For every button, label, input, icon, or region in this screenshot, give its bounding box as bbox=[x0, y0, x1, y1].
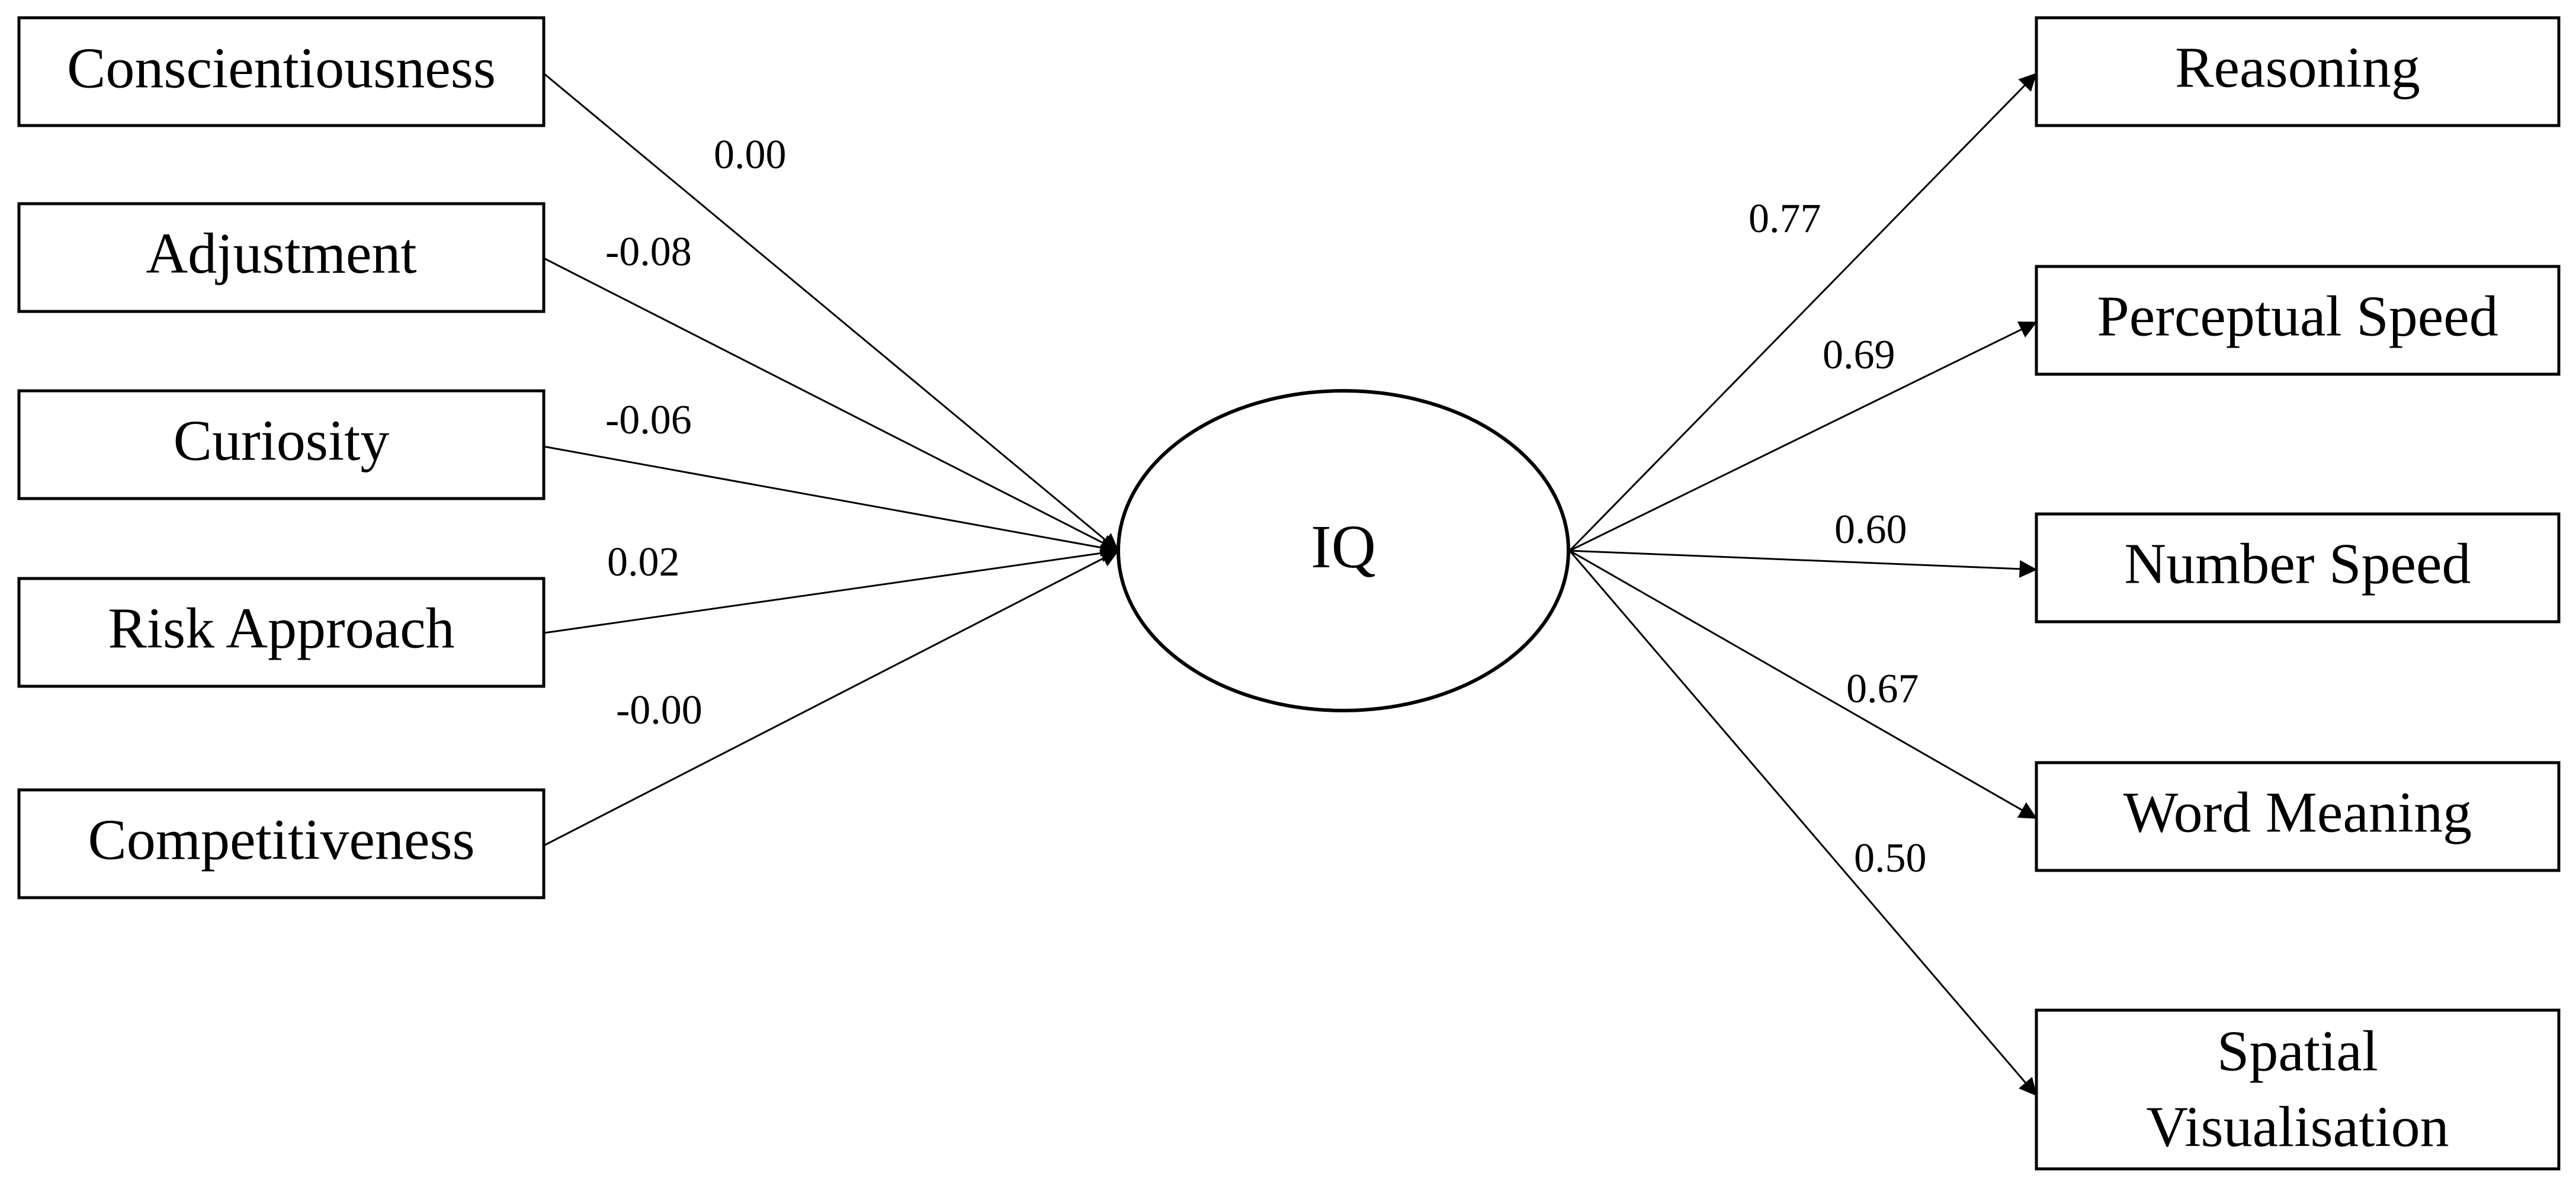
predictor-label: Risk Approach bbox=[108, 596, 454, 660]
coef-label-risk-approach: 0.02 bbox=[607, 539, 680, 585]
indicator-label-line1: Spatial bbox=[2217, 1019, 2378, 1083]
path-iq-number-speed bbox=[1569, 549, 2038, 578]
path-adjustment-iq bbox=[543, 257, 1119, 552]
coef-label-adjustment: -0.08 bbox=[605, 229, 692, 275]
predictor-box-curiosity: Curiosity bbox=[17, 389, 546, 500]
indicator-label: Number Speed bbox=[2124, 532, 2471, 596]
loading-label-reasoning: 0.77 bbox=[1749, 196, 1821, 242]
path-competitiveness-iq bbox=[543, 549, 1119, 847]
indicator-label: Word Meaning bbox=[2123, 780, 2472, 844]
coef-label-conscientiousness: 0.00 bbox=[714, 132, 787, 178]
coef-label-curiosity: -0.06 bbox=[605, 397, 692, 443]
indicator-label: Perceptual Speed bbox=[2097, 284, 2498, 348]
predictor-label: Competitiveness bbox=[88, 808, 474, 872]
indicator-label: Reasoning bbox=[2175, 36, 2420, 99]
indicator-box-number-speed: Number Speed bbox=[2035, 512, 2561, 624]
predictor-box-adjustment: Adjustment bbox=[17, 202, 546, 313]
indicator-box-perceptual-speed: Perceptual Speed bbox=[2035, 265, 2561, 376]
coef-label-competitiveness: -0.00 bbox=[616, 687, 702, 733]
loading-label-number-speed: 0.60 bbox=[1834, 507, 1907, 552]
path-iq-perceptual-speed bbox=[1569, 321, 2038, 552]
indicator-label-line2: Visualisation bbox=[2146, 1095, 2449, 1159]
loading-label-spatial-visualisation: 0.50 bbox=[1854, 835, 1927, 881]
predictor-box-conscientiousness: Conscientiousness bbox=[17, 16, 546, 127]
predictor-label: Curiosity bbox=[174, 409, 390, 473]
loading-label-word-meaning: 0.67 bbox=[1846, 666, 1919, 712]
predictor-box-competitiveness: Competitiveness bbox=[17, 788, 546, 899]
latent-iq: IQ bbox=[1117, 389, 1570, 712]
path-iq-word-meaning bbox=[1569, 549, 2038, 820]
path-conscientiousness-iq bbox=[543, 72, 1119, 552]
indicator-box-word-meaning: Word Meaning bbox=[2035, 761, 2561, 872]
predictor-label: Conscientiousness bbox=[67, 36, 496, 100]
path-iq-spatial-visualisation bbox=[1568, 550, 2038, 1097]
predictor-label: Adjustment bbox=[146, 221, 416, 285]
indicator-box-reasoning: Reasoning bbox=[2035, 16, 2561, 127]
indicator-box-spatial-visualisation: Spatial Visualisation bbox=[2035, 1008, 2561, 1171]
predictor-box-risk-approach: Risk Approach bbox=[17, 577, 546, 688]
path-risk-approach-iq bbox=[543, 544, 1119, 634]
loading-label-perceptual-speed: 0.69 bbox=[1823, 332, 1895, 378]
latent-label: IQ bbox=[1311, 513, 1376, 581]
path-iq-reasoning bbox=[1568, 72, 2038, 552]
path-curiosity-iq bbox=[543, 445, 1119, 557]
